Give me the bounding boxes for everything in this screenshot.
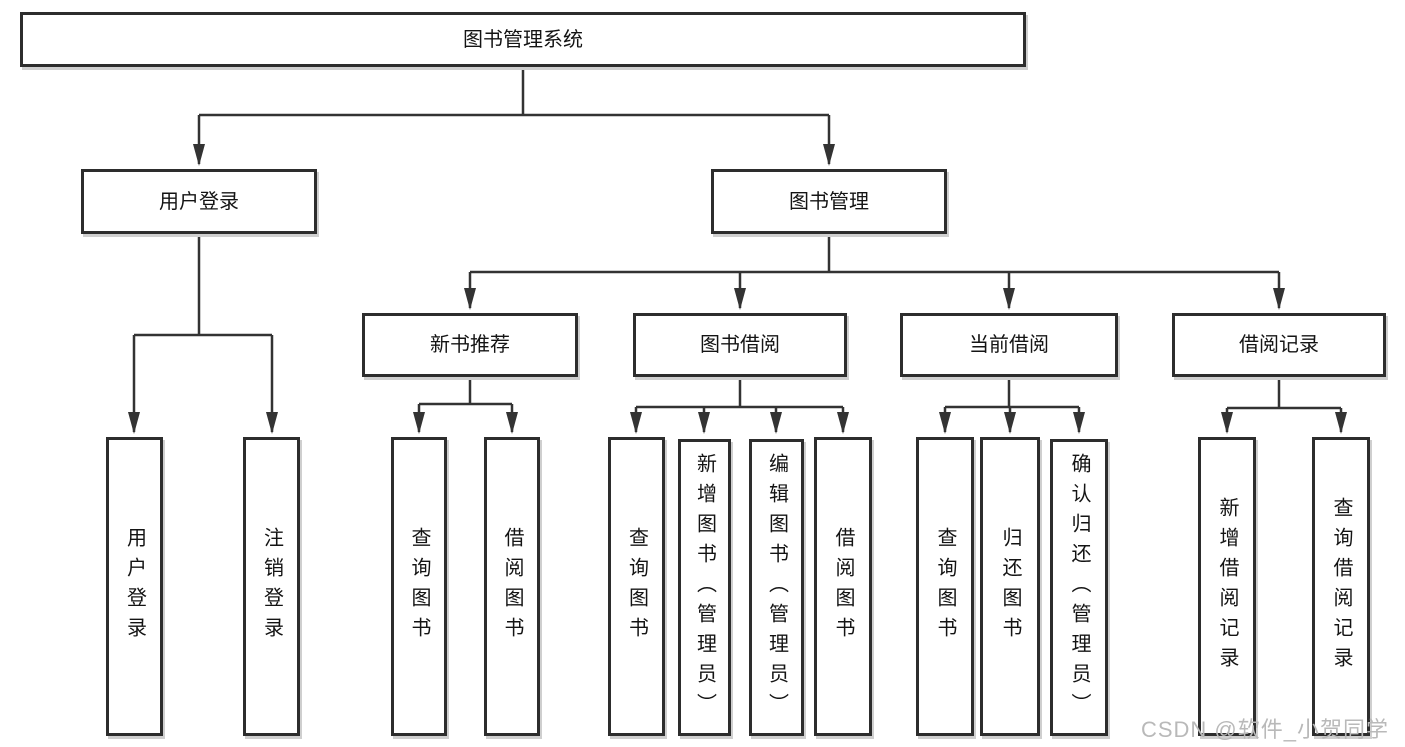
node-new-book-recommendation: 新书推荐: [362, 313, 578, 377]
node-library-system: 图书管理系统: [20, 12, 1026, 67]
connector-new-book: [419, 377, 512, 406]
node-current-borrowing: 当前借阅: [900, 313, 1118, 377]
node-query-borrow-record: 查询借阅记录: [1312, 437, 1370, 736]
node-book-borrowing: 图书借阅: [633, 313, 847, 377]
connector-book-borrow: [636, 377, 843, 409]
node-book-management: 图书管理: [711, 169, 947, 234]
node-query-books-borrowing: 查询图书: [608, 437, 665, 736]
connector-user-login: [134, 234, 272, 337]
connector-borrow-records: [1227, 377, 1341, 410]
connector-book-management: [470, 234, 1279, 274]
connector-current-borrow: [945, 377, 1079, 409]
node-logout: 注销登录: [243, 437, 300, 736]
node-confirm-return-admin: 确认归还（管理员）: [1050, 439, 1108, 736]
node-add-borrow-record: 新增借阅记录: [1198, 437, 1256, 736]
node-user-login-leaf: 用户登录: [106, 437, 163, 736]
node-edit-books-admin: 编辑图书（管理员）: [749, 439, 804, 736]
node-borrow-books-borrowing: 借阅图书: [814, 437, 872, 736]
watermark: CSDN @软件_小贺同学: [1140, 717, 1389, 742]
node-borrow-books-recommend: 借阅图书: [484, 437, 540, 736]
node-add-books-admin: 新增图书（管理员）: [678, 439, 731, 736]
connector-root: [199, 67, 829, 117]
node-user-login: 用户登录: [81, 169, 317, 234]
node-query-books-current: 查询图书: [916, 437, 974, 736]
node-query-books-recommend: 查询图书: [391, 437, 447, 736]
node-return-books: 归还图书: [980, 437, 1040, 736]
node-borrowing-records: 借阅记录: [1172, 313, 1386, 377]
